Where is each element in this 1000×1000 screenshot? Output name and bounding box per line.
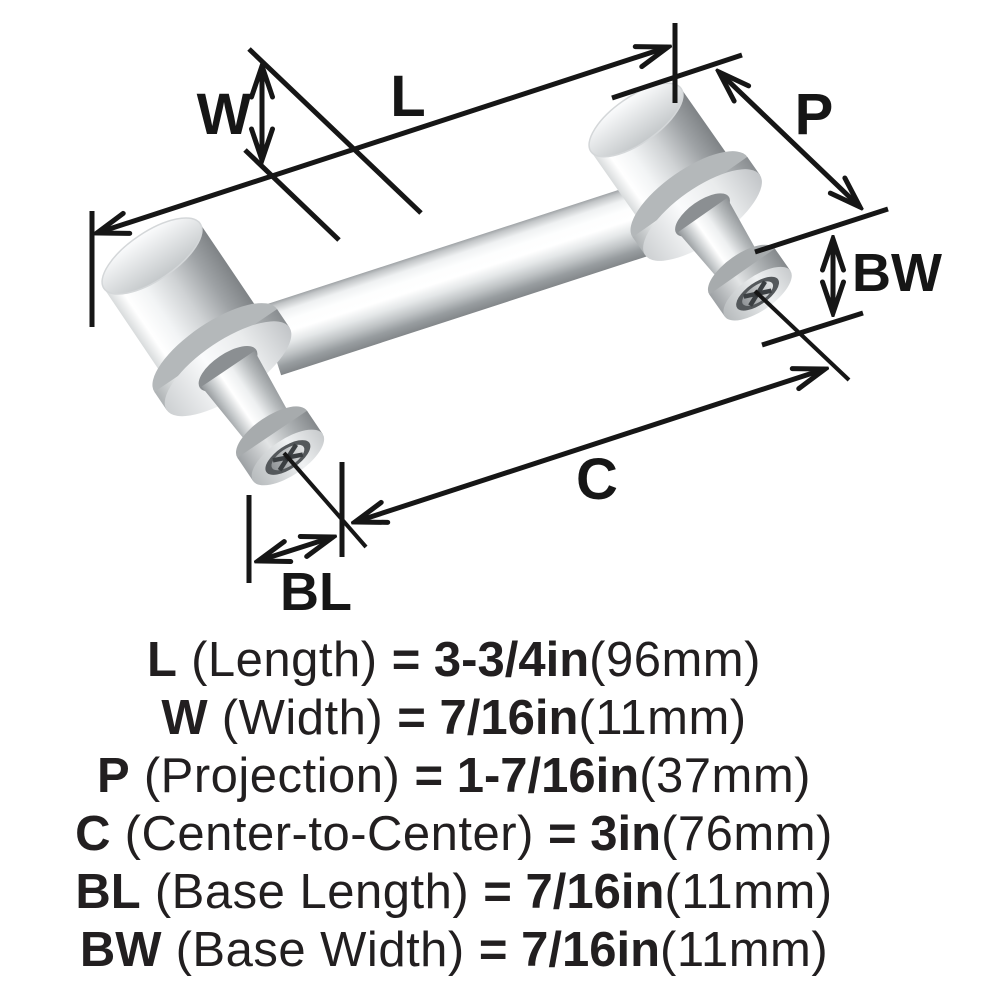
dimension-line-C xyxy=(355,369,825,522)
spec-name: (Center-to-Center) xyxy=(110,807,549,861)
spec-abbr: C xyxy=(75,807,111,861)
spec-metric: (11mm) xyxy=(660,923,829,977)
label-C: C xyxy=(576,447,618,512)
spec-value: = 7/16in xyxy=(478,923,661,977)
spec-metric: (11mm) xyxy=(664,865,833,919)
spec-abbr: L xyxy=(147,633,177,687)
dimension-line-L xyxy=(97,47,668,233)
spec-name: (Base Length) xyxy=(140,865,484,919)
spec-value: = 1-7/16in xyxy=(414,749,640,803)
spec-name: (Base Width) xyxy=(161,923,479,977)
spec-name: (Width) xyxy=(207,691,398,745)
spec-line-center-to-center: C (Center-to-Center) = 3in(76mm) xyxy=(0,805,908,863)
dimension-line-BL xyxy=(258,537,333,561)
tick-BW-bottom xyxy=(761,310,864,348)
spec-line-width: W (Width) = 7/16in(11mm) xyxy=(0,689,908,747)
spec-metric: (76mm) xyxy=(661,807,833,861)
extension-P-top xyxy=(611,52,743,101)
spec-line-base-width: BW (Base Width) = 7/16in(11mm) xyxy=(0,921,908,979)
spec-line-length: L (Length) = 3-3/4in(96mm) xyxy=(0,631,908,689)
dimension-line-P xyxy=(719,72,860,207)
handle-illustration xyxy=(101,82,792,486)
spec-metric: (96mm) xyxy=(589,633,761,687)
label-BL: BL xyxy=(280,562,352,622)
extension-W-top xyxy=(247,47,423,215)
spec-line-projection: P (Projection) = 1-7/16in(37mm) xyxy=(0,747,908,805)
spec-name: (Projection) xyxy=(129,749,415,803)
spec-abbr: BW xyxy=(79,923,162,977)
spec-abbr: P xyxy=(97,749,130,803)
tick-BW-top xyxy=(754,206,889,255)
axis-line-right-screw xyxy=(753,289,851,382)
spec-value: = 3-3/4in xyxy=(391,633,590,687)
extension-W-bottom xyxy=(243,148,341,242)
spec-value: = 3in xyxy=(548,807,662,861)
dimension-annotations xyxy=(89,23,889,583)
spec-abbr: BL xyxy=(75,865,141,919)
spec-value: = 7/16in xyxy=(483,865,665,919)
handle-bar xyxy=(258,178,676,376)
label-BW: BW xyxy=(852,243,942,303)
label-P: P xyxy=(795,82,834,147)
spec-metric: (11mm) xyxy=(578,691,747,745)
spec-abbr: W xyxy=(161,691,208,745)
spec-name: (Length) xyxy=(176,633,392,687)
spec-line-base-length: BL (Base Length) = 7/16in(11mm) xyxy=(0,863,908,921)
spec-metric: (37mm) xyxy=(639,749,811,803)
label-W: W xyxy=(197,82,252,147)
spec-value: = 7/16in xyxy=(397,691,579,745)
spec-list: L (Length) = 3-3/4in(96mm) W (Width) = 7… xyxy=(0,631,908,979)
label-L: L xyxy=(390,64,425,129)
axis-line-left-screw xyxy=(282,451,368,549)
handle-dimension-diagram: L W P BW C BL xyxy=(89,23,942,622)
